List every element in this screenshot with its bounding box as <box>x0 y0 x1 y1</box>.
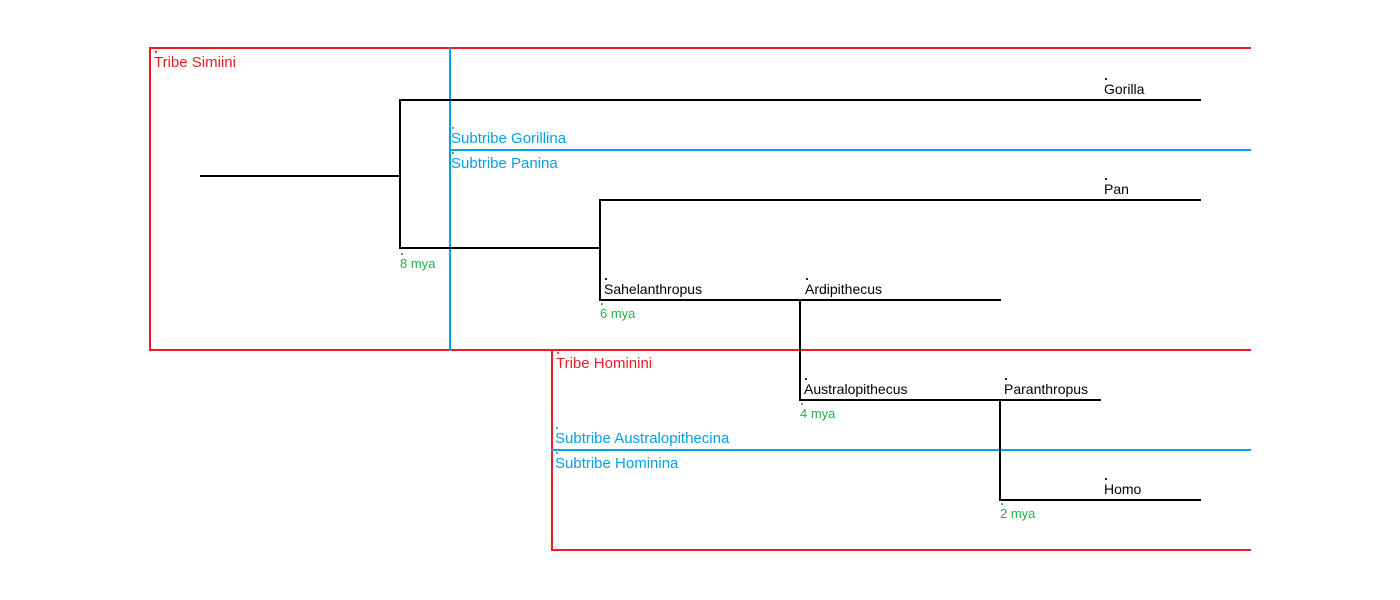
taxon-gorilla-label: Gorilla <box>1104 78 1145 97</box>
root-branch <box>200 175 400 177</box>
taxon-paranthropus-label: Paranthropus <box>1004 378 1089 397</box>
tribe-hominini-label: Tribe Hominini <box>556 352 653 372</box>
homo-branch <box>999 499 1201 501</box>
node-6mya-vertical <box>599 199 601 301</box>
pan-branch <box>599 199 1201 201</box>
node-2mya-vertical <box>999 399 1001 501</box>
taxon-pan-label: Pan <box>1104 178 1129 197</box>
taxon-homo-label: Homo <box>1104 478 1142 497</box>
taxon-ardipithecus-label: Ardipithecus <box>805 278 883 297</box>
subtribe-hominina-label: Subtribe Hominina <box>555 452 679 472</box>
simiini-box-left-border <box>149 47 151 351</box>
branch-to-6mya-node <box>399 247 601 249</box>
subtribe-gorillina-label: Subtribe Gorillina <box>451 127 567 147</box>
gorillina-panina-divider <box>449 149 1251 151</box>
subtribe-panina-label: Subtribe Panina <box>451 152 558 172</box>
tribe-simiini-label: Tribe Simiini <box>154 51 236 71</box>
hominini-box-bottom-border <box>551 549 1251 551</box>
time-8mya-label: 8 mya <box>400 253 436 271</box>
australopithecus-paranthropus-branch <box>799 399 1101 401</box>
subtribe-vertical-divider <box>449 47 451 351</box>
time-6mya-label: 6 mya <box>600 303 636 321</box>
time-2mya-label: 2 mya <box>1000 503 1036 521</box>
time-4mya-label: 4 mya <box>800 403 836 421</box>
simiini-box-top-border <box>149 47 1251 49</box>
australopithecina-hominina-divider <box>551 449 1251 451</box>
node-8mya-vertical <box>399 99 401 249</box>
node-4mya-vertical <box>799 299 801 401</box>
taxon-australopithecus-label: Australopithecus <box>804 378 908 397</box>
tribes-divider-border <box>149 349 1251 351</box>
gorilla-branch <box>399 99 1201 101</box>
taxon-sahelanthropus-label: Sahelanthropus <box>604 278 703 297</box>
subtribe-australopithecina-label: Subtribe Australopithecina <box>555 427 730 447</box>
